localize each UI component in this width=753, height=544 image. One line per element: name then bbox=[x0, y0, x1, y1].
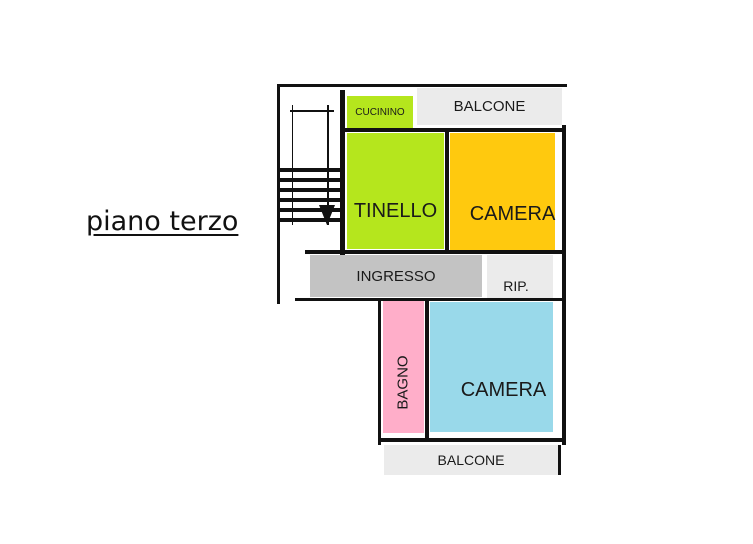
room-bagno: BAGNO bbox=[383, 301, 424, 433]
room-cucinino: CUCININO bbox=[347, 96, 413, 128]
room-label: RIP. bbox=[503, 277, 529, 294]
room-label: BALCONE bbox=[453, 98, 526, 115]
stair-arrow-icon bbox=[319, 205, 335, 225]
room-label: CAMERA bbox=[460, 378, 547, 401]
room-ingresso: INGRESSO bbox=[310, 255, 482, 297]
room-balcone-bottom: BALCONE bbox=[384, 445, 558, 475]
room-tinello: TINELLO bbox=[347, 133, 444, 249]
room-label: CUCININO bbox=[355, 106, 405, 118]
room-label: BAGNO bbox=[395, 354, 412, 410]
room-balcone-top: BALCONE bbox=[417, 88, 562, 125]
room-camera-top: CAMERA bbox=[450, 133, 555, 250]
room-camera-bottom: CAMERA bbox=[430, 302, 553, 432]
floor-title: piano terzo bbox=[86, 206, 239, 237]
room-label: CAMERA bbox=[469, 203, 556, 225]
room-label: BALCONE bbox=[437, 452, 505, 468]
room-label: TINELLO bbox=[353, 199, 438, 222]
room-rip: RIP. bbox=[487, 255, 553, 298]
room-label: INGRESSO bbox=[356, 267, 436, 285]
